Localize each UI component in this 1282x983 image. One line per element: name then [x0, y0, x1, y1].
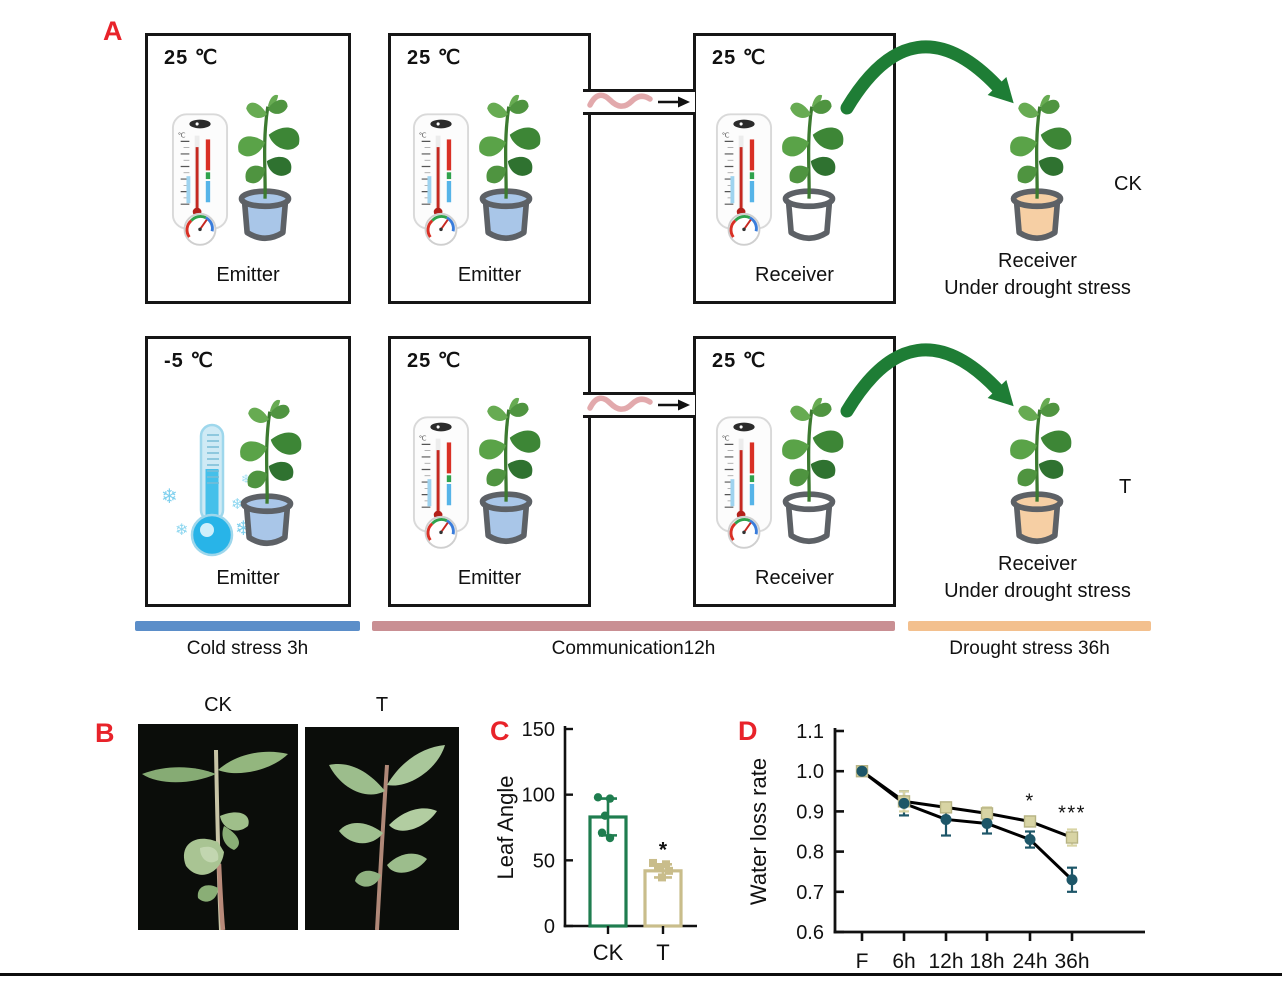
outcome-title: Receiver: [998, 250, 1077, 272]
svg-text:F: F: [856, 950, 869, 973]
chamber-role-label: Emitter: [216, 264, 280, 286]
chamber-role-label: Emitter: [216, 567, 280, 589]
svg-text:CK: CK: [593, 940, 624, 965]
svg-text:36h: 36h: [1054, 950, 1089, 973]
photo-label-ck: CK: [204, 694, 232, 716]
svg-text:0.7: 0.7: [796, 882, 824, 904]
svg-text:***: ***: [1058, 802, 1086, 824]
timeline-label-cold: Cold stress 3h: [186, 638, 309, 659]
svg-text:24h: 24h: [1012, 950, 1047, 973]
timeline-bar-communication: [372, 621, 895, 631]
svg-text:100: 100: [522, 785, 555, 807]
panel-b-letter: B: [95, 718, 115, 748]
plant-photo-ck-image: [142, 749, 288, 931]
potted-plant-icon: [459, 92, 553, 250]
signal-wave-arrow-icon: [586, 92, 692, 112]
panel-c-letter: C: [490, 716, 510, 746]
timeline-label-drought: Drought stress 36h: [949, 638, 1110, 659]
chamber-t-emitter-2: 25 ℃ Emitter: [388, 336, 591, 607]
chamber-role-label: Receiver: [755, 264, 834, 286]
svg-text:12h: 12h: [928, 950, 963, 973]
svg-text:1.0: 1.0: [796, 761, 824, 783]
temperature-label: -5 ℃: [164, 350, 214, 372]
temperature-label: 25 ℃: [164, 47, 219, 69]
svg-text:50: 50: [533, 850, 555, 872]
plant-photo-t: [305, 727, 459, 931]
timeline-label-communication: Communication12h: [551, 638, 716, 659]
chamber-t-emitter-cold: -5 ℃ Emitter: [145, 336, 351, 607]
figure-bottom-rule: [0, 973, 1282, 976]
svg-text:6h: 6h: [892, 950, 915, 973]
svg-text:18h: 18h: [969, 950, 1004, 973]
signal-wave-arrow-icon: [586, 395, 692, 415]
outcome-title: Receiver: [998, 553, 1077, 575]
plant-photo-t-image: [329, 745, 445, 931]
chamber-ck-emitter-2: 25 ℃ Emitter: [388, 33, 591, 304]
group-label-t: T: [1119, 476, 1132, 498]
transfer-arrow-icon: [835, 38, 1030, 118]
svg-text:0.6: 0.6: [796, 922, 824, 944]
transfer-arrow-icon: [835, 341, 1030, 421]
group-label-ck: CK: [1114, 173, 1142, 195]
panel-d-letter: D: [738, 716, 758, 746]
svg-text:0.8: 0.8: [796, 842, 824, 864]
temperature-label: 25 ℃: [407, 350, 462, 372]
svg-text:*: *: [659, 838, 668, 861]
svg-text:Water loss rate: Water loss rate: [750, 758, 771, 905]
potted-plant-icon: [220, 397, 314, 555]
timeline-bar-cold: [135, 621, 360, 631]
svg-text:*: *: [1025, 790, 1034, 812]
connection-tunnel: [583, 392, 695, 418]
svg-text:150: 150: [522, 719, 555, 741]
temperature-label: 25 ℃: [712, 350, 767, 372]
chamber-ck-emitter-1: 25 ℃ Emitter: [145, 33, 351, 304]
connection-tunnel: [583, 89, 695, 115]
chamber-role-label: Emitter: [457, 567, 522, 589]
svg-text:0: 0: [544, 916, 555, 938]
plant-photo-ck: [138, 724, 298, 931]
outcome-subtitle: Under drought stress: [944, 580, 1131, 602]
potted-plant-icon: [459, 395, 553, 553]
temperature-label: 25 ℃: [712, 47, 767, 69]
photo-label-t: T: [375, 694, 389, 716]
temperature-label: 25 ℃: [407, 47, 462, 69]
svg-text:0.9: 0.9: [796, 801, 824, 823]
chamber-role-label: Emitter: [457, 264, 522, 286]
outcome-subtitle: Under drought stress: [944, 277, 1131, 299]
svg-text:1.1: 1.1: [796, 721, 824, 743]
svg-text:Leaf Angle: Leaf Angle: [495, 776, 518, 880]
timeline-bar-drought: [908, 621, 1151, 631]
svg-text:T: T: [656, 940, 669, 965]
potted-plant-icon: [218, 92, 312, 250]
chamber-role-label: Receiver: [755, 567, 834, 589]
panel-a-letter: A: [103, 16, 123, 46]
